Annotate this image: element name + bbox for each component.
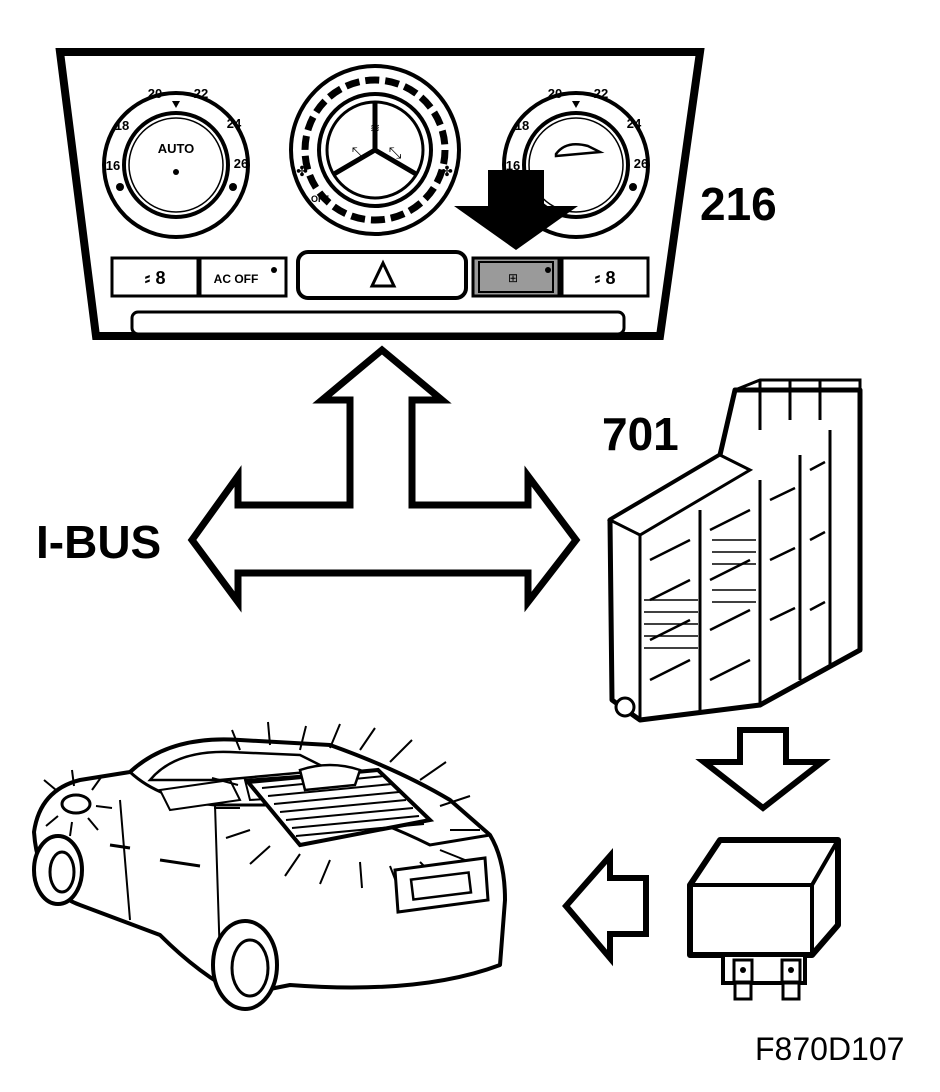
ac-off-label: AC OFF [214, 272, 259, 286]
panel-reference-number: 216 [700, 178, 777, 230]
vent-icon: ⤡ [352, 145, 365, 162]
button-row: ⸗ 8 AC OFF ⊞ ⸗ 8 [110, 250, 650, 300]
right-seat-heat-button[interactable] [560, 256, 650, 298]
left-arrow [562, 848, 649, 967]
rear-wheel [211, 919, 279, 1011]
brake-light [60, 793, 92, 815]
central-electronic-module [606, 378, 863, 723]
rear-defrost-relay [687, 837, 841, 1001]
right-dial-tick-20: 20 [548, 86, 562, 101]
left-dial-tick-20: 20 [148, 86, 162, 101]
fan-high-icon: ✤ [441, 163, 453, 179]
down-arrow [695, 727, 831, 812]
right-seat-heat-icon: ⸗ 8 [594, 268, 615, 288]
defrost-icon: ≋ [370, 121, 380, 135]
left-temperature-dial[interactable]: AUTO 16 18 20 22 24 26 [102, 86, 250, 239]
left-dial-tick-22: 22 [194, 86, 208, 101]
right-dial-tick-18: 18 [515, 118, 529, 133]
left-seat-heat-button[interactable] [110, 256, 200, 298]
hazard-triangle-icon [369, 259, 397, 288]
left-dial-tick-26: 26 [234, 156, 248, 171]
fan-low-icon: ✤ [296, 163, 308, 179]
air-distribution-dial[interactable]: ≋ ⤡ ⤡ ✤ ✤ OFF [289, 64, 461, 236]
press-indicator-arrow [454, 170, 578, 250]
car-illustration [32, 721, 507, 1011]
right-dial-tick-22: 22 [594, 86, 608, 101]
right-dial-tick-16: 16 [506, 158, 520, 173]
left-seat-heat-icon: ⸗ 8 [144, 268, 165, 288]
ibus-label: I-BUS [36, 516, 161, 568]
recirculation-icon [554, 143, 605, 158]
ac-off-button[interactable] [198, 256, 288, 298]
left-dial-tick-18: 18 [115, 118, 129, 133]
hazard-button[interactable] [296, 250, 468, 300]
left-dial-auto-label: AUTO [158, 141, 195, 156]
right-dial-tick-26: 26 [634, 156, 648, 171]
right-dial-tick-24: 24 [627, 116, 642, 131]
floor-icon: ⤡ [389, 145, 402, 162]
climate-control-panel: AUTO 16 18 20 22 24 26 ≋ ⤡ ⤡ ✤ ✤ OFF [55, 48, 705, 340]
left-dial-tick-24: 24 [227, 116, 242, 131]
left-dial-tick-16: 16 [106, 158, 120, 173]
figure-code: F870D107 [755, 1031, 904, 1067]
rear-defrost-icon: ⊞ [508, 271, 518, 285]
module-reference-number: 701 [602, 408, 679, 460]
fan-off-label: OFF [311, 194, 329, 204]
ibus-arrows [187, 345, 581, 613]
